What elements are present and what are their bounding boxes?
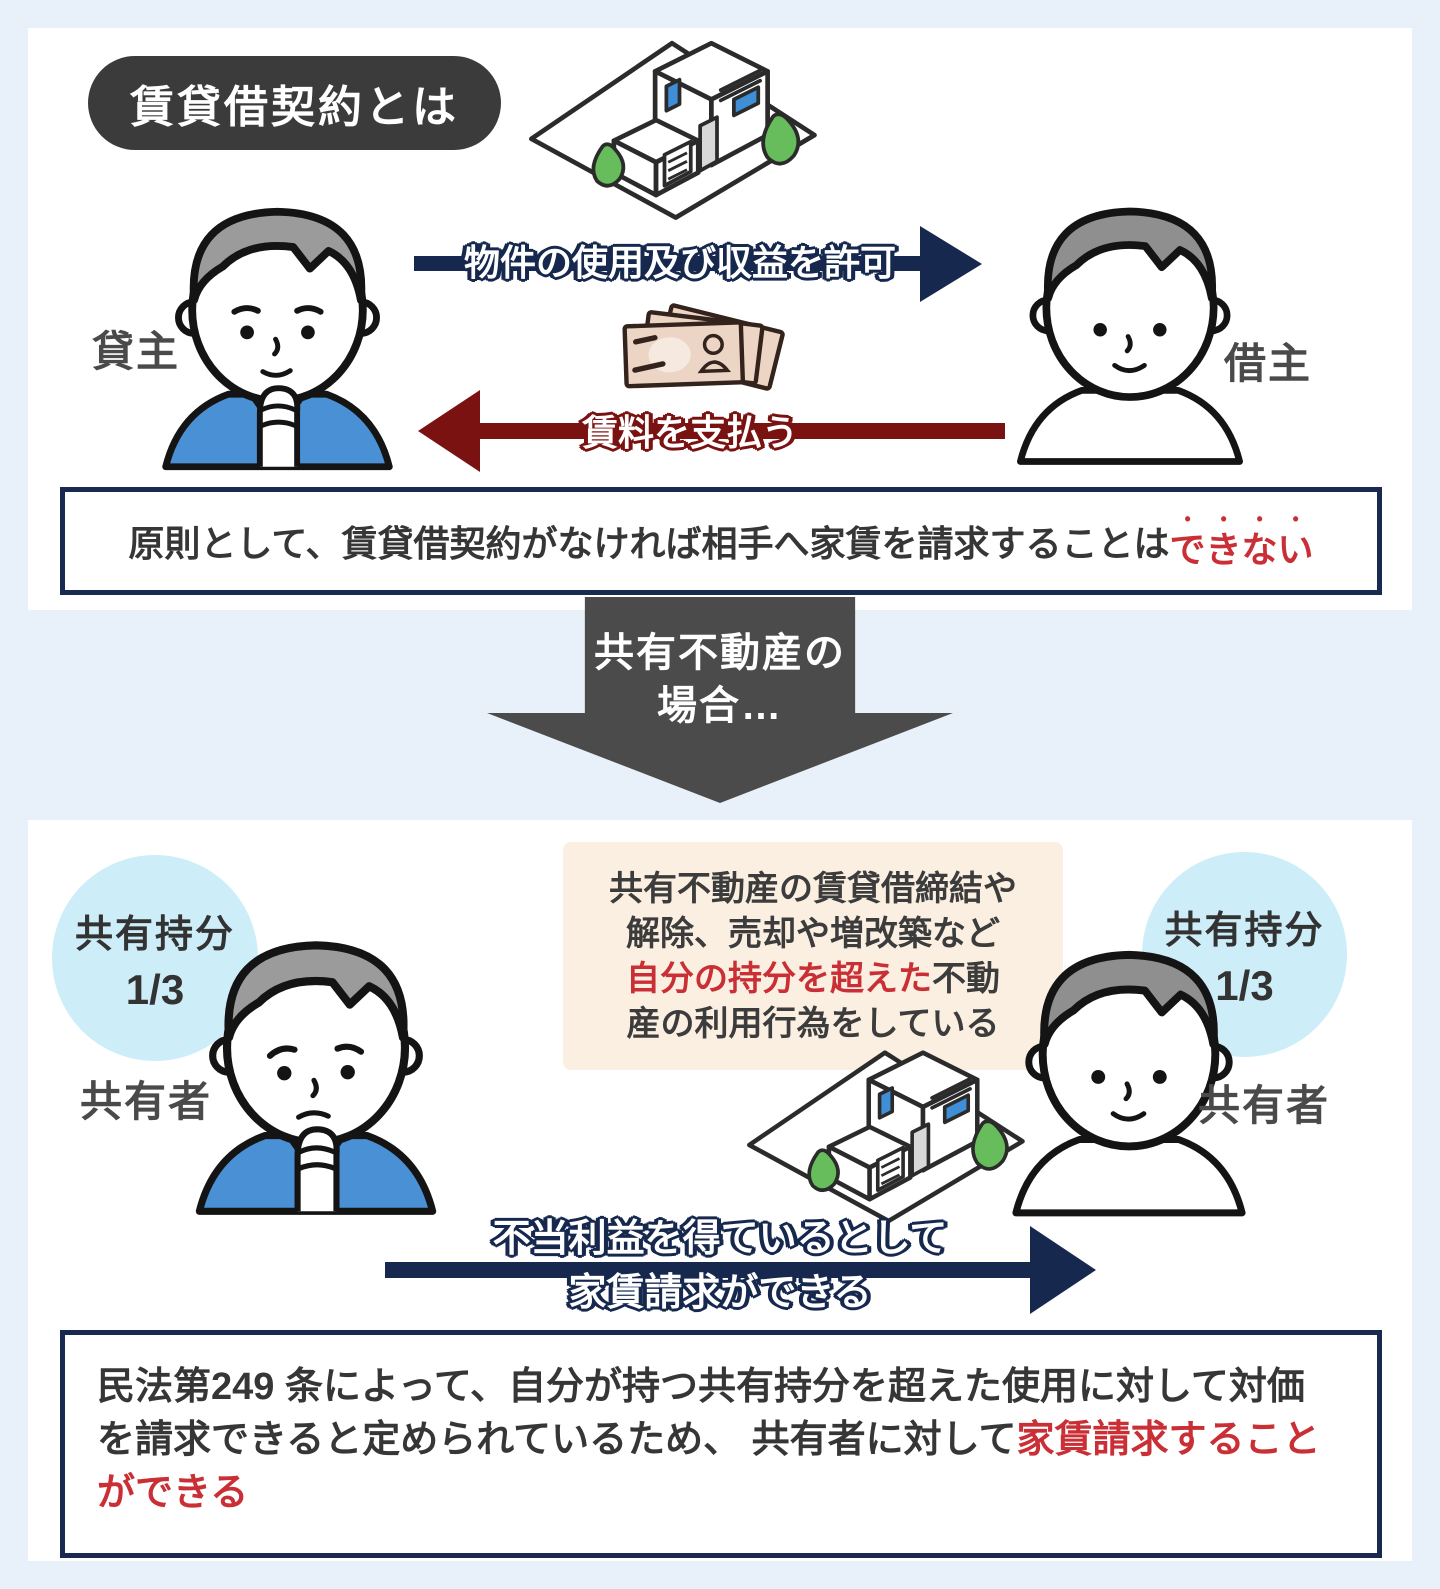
connector-line1: 共有不動産の <box>594 631 846 675</box>
over-share-usage-note: 共有不動産の賃貸借締結や 解除、売却や増改築など 自分の持分を超えた不動 産の利… <box>563 842 1063 1070</box>
note2-line2-black: を請求できると定められているため、 共有者に対して <box>97 1419 1017 1461</box>
shared-house-icon <box>740 1040 1030 1230</box>
condition-line4: 産の利用行為をしている <box>626 1005 1000 1043</box>
left-co-owner-label: 共有者 <box>80 1078 213 1125</box>
condition-line3: 自分の持分を超えた不動 <box>563 957 1063 1002</box>
left-share-label: 共有持分 <box>74 913 235 956</box>
note1-black-text: 原則として、賃貸借契約がなければ相手へ家賃を請求することは <box>128 523 1170 564</box>
connector-line2: 場合… <box>657 684 783 728</box>
right-share-label: 共有持分 <box>1164 910 1325 952</box>
condition-line2: 解除、売却や増改築など <box>626 915 1000 953</box>
civil-code-note: 民法第249 条によって、自分が持つ共有持分を超えた使用に対して対価 を請求でき… <box>60 1330 1382 1558</box>
note2-line3-red: ができる <box>97 1472 249 1514</box>
left-share-badge: 共有持分 1/3 <box>52 855 258 1061</box>
rent-arrow-head <box>418 390 480 472</box>
left-co-owner-illustration <box>195 941 437 1215</box>
note2-line2-red: 家賃請求すること <box>1016 1419 1321 1461</box>
landlord-label: 貸主 <box>92 328 181 375</box>
shared-property-case-arrow: 共有不動産の 場合… <box>487 597 953 803</box>
claim-arrow-line1: 不当利益を得ているとして <box>492 1218 948 1260</box>
tenant-label: 借主 <box>1224 340 1313 387</box>
right-share-value: 1/3 <box>1215 962 1274 1009</box>
permit-arrow-label: 物件の使用及び収益を許可 <box>463 242 896 283</box>
landlord-illustration <box>162 207 393 471</box>
note1-red-text: できない <box>1169 529 1314 570</box>
banknotes-icon <box>622 303 785 391</box>
rent-arrow-label: 賃料を支払う <box>581 412 798 453</box>
rent-arrow-line <box>478 423 1005 439</box>
section-title-badge: 賃貸借契約とは <box>88 56 501 150</box>
tenant-illustration <box>1017 207 1243 465</box>
condition-line1: 共有不動産の賃貸借締結や <box>609 870 1017 908</box>
right-co-owner-label: 共有者 <box>1198 1082 1331 1129</box>
claim-arrow-line2: 家賃請求ができる <box>568 1272 872 1314</box>
right-co-owner-illustration <box>1012 950 1246 1217</box>
claim-arrow-line <box>385 1262 1033 1278</box>
permit-arrow-line <box>414 256 924 271</box>
claim-arrow-label: 不当利益を得ているとして 家賃請求ができる <box>380 1212 1060 1320</box>
condition-line3-rest: 不動 <box>932 960 1000 998</box>
lease-principle-note: 原則として、賃貸借契約がなければ相手へ家賃を請求することはできない <box>60 487 1382 595</box>
permit-arrow-head <box>920 226 982 302</box>
left-share-value: 1/3 <box>125 965 185 1013</box>
note2-line1: 民法第249 条によって、自分が持つ共有持分を超えた使用に対して対価 <box>97 1366 1305 1408</box>
house-icon <box>522 30 822 227</box>
note2-line2: を請求できると定められているため、 共有者に対して家賃請求すること <box>97 1414 1345 1467</box>
section-title-label: 賃貸借契約とは <box>130 83 459 132</box>
claim-arrow-head <box>1030 1226 1096 1314</box>
condition-red-text: 自分の持分を超えた <box>626 960 932 998</box>
